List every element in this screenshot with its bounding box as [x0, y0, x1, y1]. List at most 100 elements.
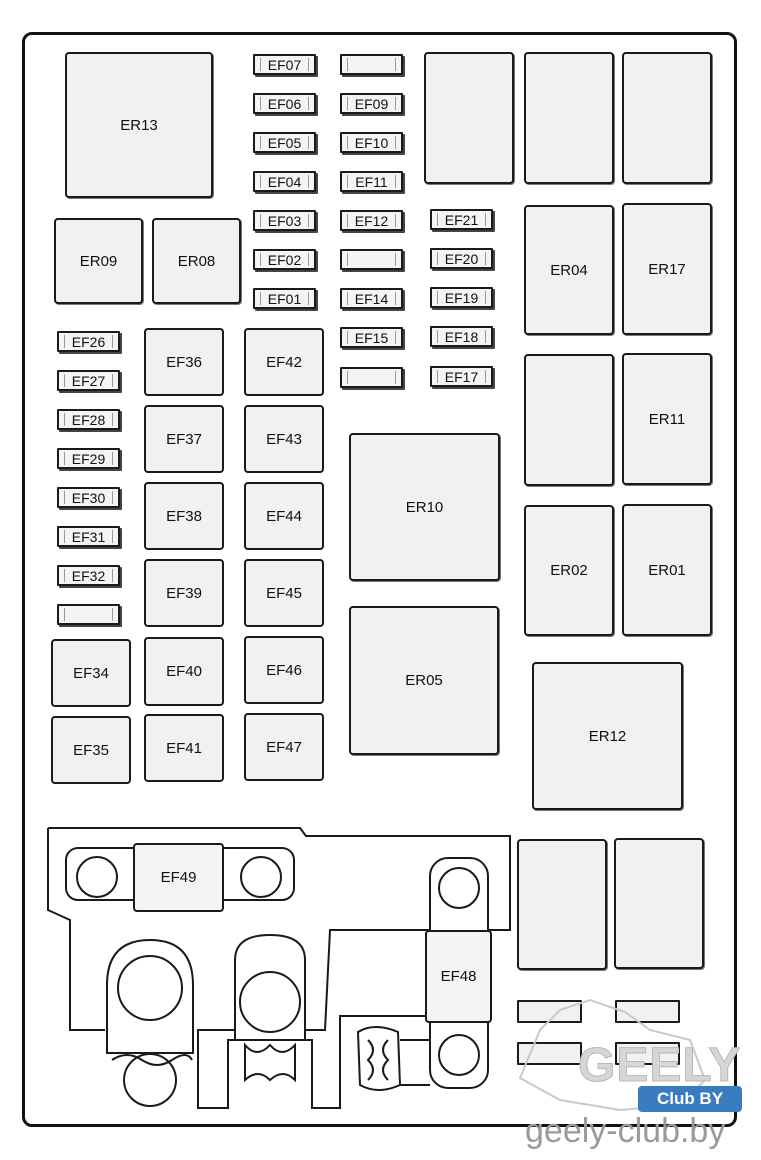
ef49-bolt-left-icon — [76, 856, 118, 898]
fuse-ef44: EF44 — [244, 482, 324, 550]
fuse-ef11-label: EF11 — [355, 173, 388, 190]
main-fuse-housing-left — [47, 828, 105, 1031]
relay-er17: ER17 — [622, 203, 712, 335]
relay-er05-label: ER05 — [405, 672, 443, 689]
fuse-ef45: EF45 — [244, 559, 324, 627]
fuse-ef21: EF21 — [430, 209, 493, 230]
fuse-ef26: EF26 — [57, 331, 120, 352]
fuse-ef17-label: EF17 — [444, 368, 479, 385]
fuse-ef34: EF34 — [51, 639, 131, 707]
fuse-ef03-label: EF03 — [267, 212, 302, 229]
middle-terminal-bolt-icon — [239, 971, 301, 1033]
fuse-ef36-label: EF36 — [166, 353, 202, 371]
fuse-ef10-label: EF10 — [354, 134, 389, 151]
fuse-ef47: EF47 — [244, 713, 324, 781]
fuse-ef30: EF30 — [57, 487, 120, 508]
fuse-ef27-label: EF27 — [71, 372, 106, 389]
fuse-ef01-label: EF01 — [267, 290, 302, 307]
watermark-url: geely-club.by — [525, 1112, 726, 1150]
relay-slot-top-3 — [622, 52, 712, 184]
relay-er12-label: ER12 — [588, 727, 627, 745]
relay-er11: ER11 — [622, 353, 712, 485]
middle-terminal-outline — [234, 933, 306, 1041]
fuse-ef20-label: EF20 — [444, 250, 479, 267]
left-terminal-outline — [106, 938, 194, 1054]
relay-slot-top-1 — [424, 52, 514, 184]
fuse-ef06: EF06 — [253, 93, 316, 114]
fuse-ef41-label: EF41 — [166, 739, 202, 757]
relay-er09-label: ER09 — [79, 252, 118, 270]
relay-er13: ER13 — [65, 52, 213, 198]
relay-er17-label: ER17 — [648, 260, 686, 278]
fuse-ef45-label: EF45 — [266, 584, 302, 602]
relay-er08: ER08 — [152, 218, 241, 304]
watermark-brand: GEELY — [577, 1039, 742, 1093]
fuse-slot-empty-3 — [340, 367, 403, 388]
fuse-ef39: EF39 — [144, 559, 224, 627]
fuse-ef05-label: EF05 — [267, 134, 302, 151]
fuse-ef32-label: EF32 — [71, 567, 106, 584]
slot-small-1 — [517, 1000, 582, 1023]
fuse-ef46-label: EF46 — [266, 661, 302, 679]
fuse-ef19: EF19 — [430, 287, 493, 308]
fuse-ef15: EF15 — [340, 327, 403, 348]
fuse-ef47-label: EF47 — [266, 738, 302, 756]
relay-slot-mid — [524, 354, 614, 486]
fuse-ef07: EF07 — [253, 54, 316, 75]
fuse-ef27: EF27 — [57, 370, 120, 391]
relay-slot-top-2 — [524, 52, 614, 184]
fuse-ef04-label: EF04 — [267, 173, 302, 190]
fuse-slot-empty-4 — [57, 604, 120, 625]
relay-er01-label: ER01 — [648, 561, 686, 579]
fuse-ef04: EF04 — [253, 171, 316, 192]
fuse-ef38: EF38 — [144, 482, 224, 550]
fuse-ef18: EF18 — [430, 326, 493, 347]
fuse-box-outline — [22, 32, 737, 1127]
fuse-ef32: EF32 — [57, 565, 120, 586]
fuse-ef31-label: EF31 — [71, 528, 106, 545]
ef49-bolt-right-icon — [240, 856, 282, 898]
fuse-ef48: EF48 — [425, 930, 492, 1023]
fuse-ef29-label: EF29 — [71, 450, 106, 467]
right-clip-inner-icon — [366, 1039, 390, 1081]
ef48-bolt-top-icon — [438, 867, 480, 909]
left-terminal-bolt-icon — [117, 955, 183, 1021]
relay-er09: ER09 — [54, 218, 143, 304]
fuse-ef40-label: EF40 — [166, 663, 202, 680]
fuse-ef34-label: EF34 — [73, 664, 109, 682]
fuse-ef20: EF20 — [430, 248, 493, 269]
relay-er10: ER10 — [349, 433, 500, 581]
main-fuse-housing-outline — [48, 827, 511, 1109]
fuse-ef07-label: EF07 — [267, 56, 302, 73]
middle-terminal-clip-icon — [244, 1042, 296, 1083]
relay-er01: ER01 — [622, 504, 712, 636]
fuse-ef09-label: EF09 — [354, 95, 389, 112]
fuse-ef19-label: EF19 — [444, 289, 479, 306]
fuse-ef35-label: EF35 — [73, 741, 109, 759]
fuse-ef35: EF35 — [51, 716, 131, 784]
fuse-ef36: EF36 — [144, 328, 224, 396]
fuse-ef43: EF43 — [244, 405, 324, 473]
relay-slot-bottom-1 — [517, 839, 607, 970]
fuse-ef05: EF05 — [253, 132, 316, 153]
fuse-ef15-label: EF15 — [354, 329, 389, 346]
relay-er12: ER12 — [532, 662, 683, 810]
fuse-ef31: EF31 — [57, 526, 120, 547]
fuse-ef48-label: EF48 — [440, 968, 477, 985]
fuse-ef06-label: EF06 — [267, 95, 302, 112]
fuse-ef12: EF12 — [340, 210, 403, 231]
fuse-ef03: EF03 — [253, 210, 316, 231]
relay-er10-label: ER10 — [405, 498, 444, 516]
fuse-ef10: EF10 — [340, 132, 403, 153]
slot-small-4 — [615, 1042, 680, 1065]
fuse-ef29: EF29 — [57, 448, 120, 469]
fuse-ef40: EF40 — [144, 637, 224, 706]
fuse-ef42-label: EF42 — [266, 353, 302, 371]
relay-er04-label: ER04 — [550, 261, 588, 279]
fuse-ef37-label: EF37 — [166, 430, 202, 448]
fuse-ef28: EF28 — [57, 409, 120, 430]
fuse-ef43-label: EF43 — [266, 430, 302, 448]
fuse-ef41: EF41 — [144, 714, 224, 782]
relay-er02-label: ER02 — [550, 562, 588, 579]
